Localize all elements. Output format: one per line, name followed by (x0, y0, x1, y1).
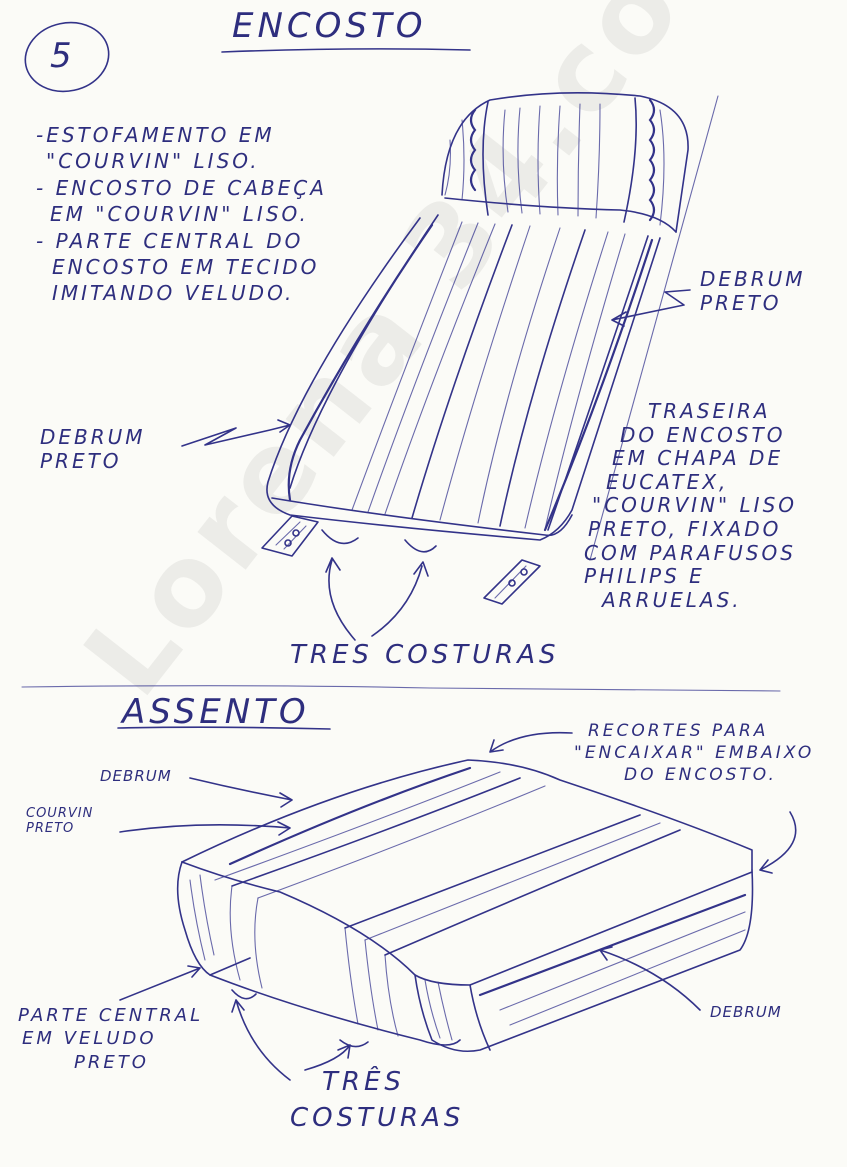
note-line: PHILIPS E (584, 564, 705, 589)
seat-title: ASSENTO (122, 692, 310, 732)
backrest-rear-note: TRASEIRA DO ENCOSTO EM CHAPA DE EUCATEX,… (584, 399, 798, 612)
seat-drawing (119, 731, 797, 1081)
seat-title-underline (117, 726, 331, 730)
seat-piping-top-label: DEBRUM (100, 767, 172, 785)
backrest-piping-right-label: DEBRUM PRETO (700, 267, 806, 315)
label-line: PRETO (74, 1051, 149, 1073)
backrest-note-line: IMITANDO VELUDO. (52, 281, 295, 306)
backrest-note-line: EM "COURVIN" LISO. (50, 202, 309, 227)
label-line: PRETO (26, 821, 75, 837)
backrest-drawing (181, 92, 719, 641)
label-line: PRETO (700, 290, 782, 315)
note-line: ARRUELAS. (602, 587, 742, 612)
backrest-notes: -ESTOFAMENTO EM "COURVIN" LISO. - ENCOST… (36, 122, 327, 307)
note-line: COM PARAFUSOS (584, 540, 796, 565)
label-line: DO ENCOSTO. (624, 765, 777, 786)
page-number: 5 (50, 36, 76, 76)
backrest-note-line: "COURVIN" LISO. (46, 149, 260, 174)
note-line: EUCATEX, (606, 469, 729, 494)
note-line: "COURVIN" LISO (592, 493, 798, 518)
seat-cutouts-label: RECORTES PARA "ENCAIXAR" EMBAIXO DO ENCO… (574, 720, 814, 786)
section-divider (21, 685, 781, 692)
label-line: DEBRUM (40, 425, 146, 449)
label-line: PARTE CENTRAL (18, 1005, 204, 1026)
label-line: "ENCAIXAR" EMBAIXO (574, 743, 815, 764)
note-line: PRETO, FIXADO (588, 516, 782, 541)
note-line: TRASEIRA (648, 399, 771, 423)
backrest-title: ENCOSTO (232, 6, 427, 46)
label-line: DEBRUM (700, 267, 806, 291)
backrest-title-underline (221, 48, 471, 53)
note-line: EM CHAPA DE (612, 446, 784, 471)
note-line: DO ENCOSTO (620, 422, 786, 447)
seat-courvin-label: COURVIN PRETO (26, 806, 93, 837)
page-number-circle (24, 21, 110, 93)
label-line: COURVIN (26, 806, 94, 821)
label-line: COSTURAS (290, 1103, 465, 1134)
label-line: PRETO (40, 448, 122, 473)
label-line: EM VELUDO (22, 1028, 157, 1050)
backrest-stitches-label: TRES COSTURAS (290, 640, 560, 670)
backrest-note-line: -ESTOFAMENTO EM (36, 123, 275, 147)
seat-piping-right-label: DEBRUM (710, 1003, 782, 1021)
seat-stitches-label: TRÊS COSTURAS (290, 1064, 464, 1137)
backrest-note-line: - PARTE CENTRAL DO (36, 228, 304, 253)
seat-center-label: PARTE CENTRAL EM VELUDO PRETO (18, 1004, 203, 1074)
backrest-note-line: ENCOSTO EM TECIDO (52, 254, 320, 279)
backrest-note-line: - ENCOSTO DE CABEÇA (36, 175, 327, 200)
backrest-piping-left-label: DEBRUM PRETO (40, 425, 146, 473)
label-line: RECORTES PARA (588, 721, 769, 741)
label-line: TRÊS (322, 1067, 405, 1097)
